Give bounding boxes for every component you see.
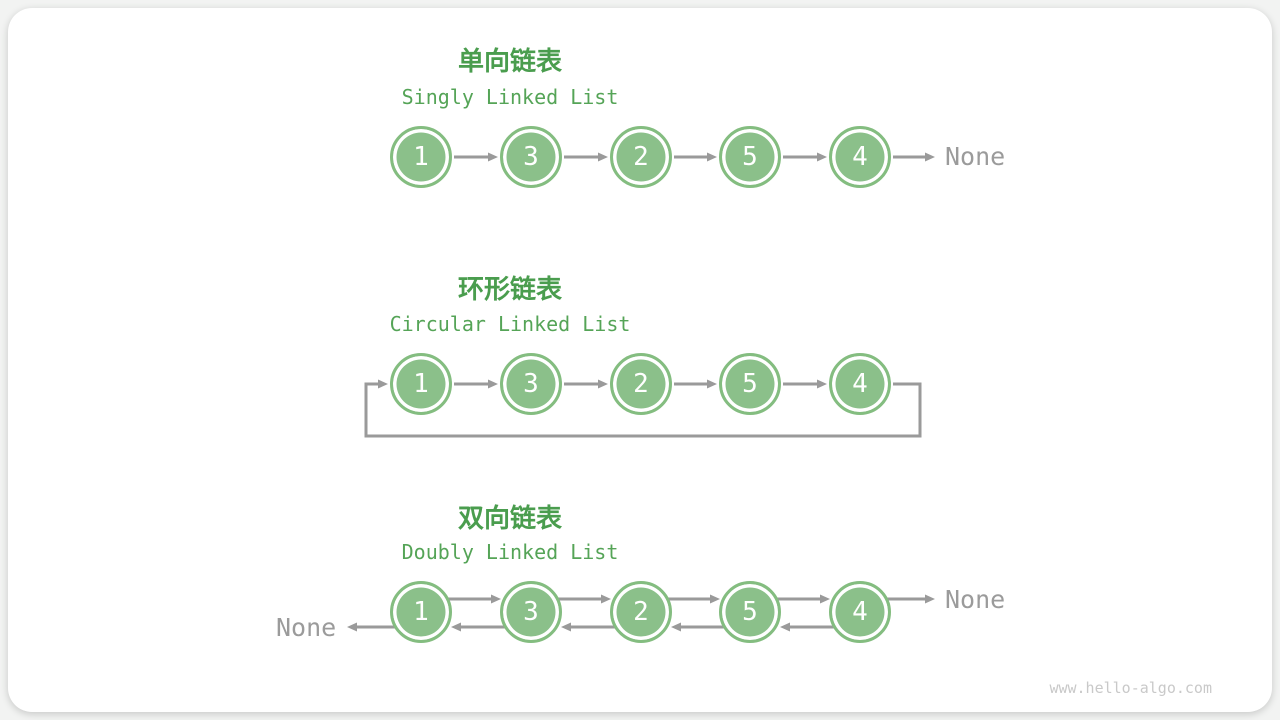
- circular-node-3: 2: [610, 353, 672, 415]
- circular-title-zh: 环形链表: [457, 275, 562, 305]
- doubly-node-2: 3: [500, 581, 562, 643]
- circular-node-1: 1: [390, 353, 452, 415]
- singly-node-4: 5: [719, 126, 781, 188]
- doubly-node-1: 1: [390, 581, 452, 643]
- singly-node-1: 1: [390, 126, 452, 188]
- circular-node-4: 5: [719, 353, 781, 415]
- singly-title-zh: 单向链表: [457, 47, 562, 77]
- doubly-head-none-label: None: [276, 613, 337, 642]
- doubly-title-en: Doubly Linked List: [401, 540, 619, 564]
- circular-title-en: Circular Linked List: [389, 312, 631, 336]
- watermark-url: www.hello-algo.com: [1049, 679, 1212, 697]
- doubly-node-5: 4: [829, 581, 891, 643]
- singly-title-en: Singly Linked List: [401, 85, 619, 109]
- singly-none-label: None: [945, 142, 1006, 171]
- doubly-node-3: 2: [610, 581, 672, 643]
- singly-node-3: 2: [610, 126, 672, 188]
- circular-node-2: 3: [500, 353, 562, 415]
- doubly-tail-none-label: None: [945, 585, 1006, 614]
- circular-node-5: 4: [829, 353, 891, 415]
- doubly-title-zh: 双向链表: [457, 504, 562, 534]
- singly-node-5: 4: [829, 126, 891, 188]
- doubly-node-4: 5: [719, 581, 781, 643]
- singly-node-2: 3: [500, 126, 562, 188]
